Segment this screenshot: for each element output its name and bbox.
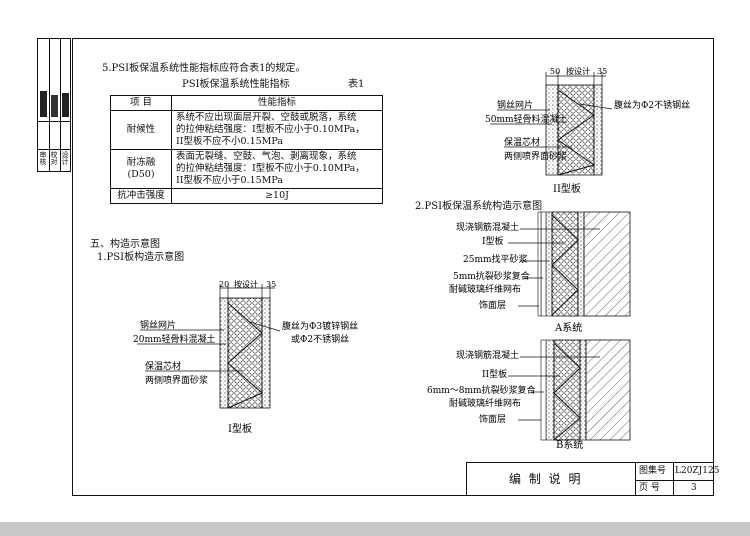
system-b-caption: B系统: [556, 438, 583, 451]
system-a-label-finish: 饰面层: [479, 299, 506, 311]
type2-concrete-right: [593, 84, 603, 176]
table-cell-spec: 表面无裂缝、空鼓、气泡、剥离现象，系统 的拉伸粘结强度：I型板不应小于0.10M…: [171, 149, 383, 189]
table-title: PSI板保温系统性能指标: [182, 79, 290, 90]
type1-dim-1: 20: [219, 280, 229, 289]
type2-web-wire: [557, 89, 596, 176]
type1-panel-diagram: 20 按设计 35 钢丝网片 20mm轻骨料混凝土 保温芯材 两侧喷界面砂浆 腹…: [133, 279, 358, 435]
type1-label-core: 保温芯材: [145, 360, 181, 372]
table-row: 耐候性 系统不应出现面层开裂、空鼓或脱落，系统 的拉伸粘结强度：I型板不应小于0…: [110, 110, 383, 150]
type1-insulation-core: [227, 297, 263, 409]
type1-label-concrete: 20mm轻骨料混凝土: [133, 333, 216, 345]
section-five-sub1: 1.PSI板构造示意图: [97, 252, 185, 263]
page-label: 页 号: [639, 483, 660, 493]
title-block: 编 制 说 明 图集号 L20ZJ125 页 号 3: [466, 462, 719, 496]
signature-mark-1: [40, 91, 47, 117]
type2-dim-1: 50: [550, 67, 560, 76]
type2-dim-2: 按设计: [566, 66, 590, 76]
type2-label-concrete: 50mm轻骨料混凝土: [485, 113, 568, 125]
system-b-rc-wall: [585, 339, 631, 441]
type2-label-core: 保温芯材: [504, 136, 540, 148]
sidebar-label-review: 审核: [39, 151, 47, 165]
type2-note: 腹丝为Φ2不锈钢丝: [614, 99, 690, 111]
type1-concrete-right: [261, 297, 271, 409]
table-cell-item: 耐候性: [110, 110, 172, 150]
table-cell-spec: ≥10J: [171, 188, 383, 204]
type1-label-mesh: 钢丝网片: [140, 319, 176, 331]
section5-heading: 5.PSI板保温系统性能指标应符合表1的规定。: [102, 63, 306, 74]
system-b-label-panel: II型板: [482, 368, 507, 380]
type1-web-wire: [227, 302, 263, 409]
performance-table: 项 目 性能指标 耐候性 系统不应出现面层开裂、空鼓或脱落，系统 的拉伸粘结强度…: [110, 95, 383, 204]
type2-label-spray: 两侧喷界面砂浆: [504, 150, 567, 162]
type2-panel-diagram: 50 按设计 35 钢丝网片 50mm轻骨料混凝土 保温芯材 两侧喷界面砂浆 腹…: [485, 66, 690, 195]
system-a-label-panel: I型板: [482, 235, 504, 247]
page-number: 3: [691, 483, 697, 493]
sidebar-label-check: 校对: [50, 151, 58, 165]
signature-strip: 审核 校对 设计: [37, 38, 71, 172]
system-a-label-crack: 5mm抗裂砂浆复合: [453, 270, 530, 282]
atlas-number: L20ZJ125: [675, 466, 720, 476]
type1-note-1: 腹丝为Φ3镀锌钢丝: [282, 320, 358, 332]
table-row: 抗冲击强度 ≥10J: [110, 188, 383, 204]
type1-note-2: 或Φ2不锈钢丝: [291, 333, 349, 345]
system-b-label-mesh: 耐碱玻璃纤维网布: [449, 397, 521, 409]
type1-dim-3: 35: [266, 280, 276, 289]
type2-dim-3: 35: [597, 67, 607, 76]
table-number: 表1: [348, 79, 365, 90]
system-b-label-finish: 饰面层: [479, 413, 506, 425]
system-a-label-rc: 现浇钢筋混凝土: [456, 221, 519, 233]
system-b-label-rc: 现浇钢筋混凝土: [456, 349, 519, 361]
type2-label-mesh: 钢丝网片: [497, 99, 533, 111]
atlas-label: 图集号: [639, 466, 667, 476]
system-a-rc-wall: [583, 211, 631, 317]
type1-concrete-left: [219, 297, 229, 409]
system-a-diagram: 现浇钢筋混凝土 I型板 25mm找平砂浆 5mm抗裂砂浆复合 耐碱玻璃纤维网布 …: [449, 211, 631, 334]
table-cell-spec: 系统不应出现面层开裂、空鼓或脱落，系统 的拉伸粘结强度：I型板不应小于0.10M…: [171, 110, 383, 150]
type1-dim-2: 按设计: [234, 279, 258, 289]
system-b-label-crack: 6mm～8mm抗裂砂浆复合: [427, 384, 536, 396]
type2-insulation-core: [557, 84, 595, 176]
title-block-title: 编 制 说 明: [509, 472, 583, 486]
system-a-caption: A系统: [554, 321, 582, 334]
system-a-label-mesh: 耐碱玻璃纤维网布: [449, 283, 521, 295]
system-b-diagram: 现浇钢筋混凝土 II型板 6mm～8mm抗裂砂浆复合 耐碱玻璃纤维网布 饰面层 …: [427, 339, 631, 451]
signature-mark-3: [62, 93, 69, 117]
bottom-strip: [0, 522, 750, 536]
system-a-label-leveling: 25mm找平砂浆: [463, 253, 528, 265]
drawing-frame: [72, 38, 714, 496]
type2-caption: II型板: [553, 182, 581, 195]
type1-label-spray: 两侧喷界面砂浆: [145, 374, 208, 386]
type1-caption: I型板: [228, 422, 252, 435]
sidebar-label-design: 设计: [61, 151, 69, 165]
signature-mark-2: [51, 95, 58, 117]
section-five-heading: 五、构造示意图: [90, 239, 160, 250]
section-five-sub2: 2.PSI板保温系统构造示意图: [415, 201, 543, 212]
